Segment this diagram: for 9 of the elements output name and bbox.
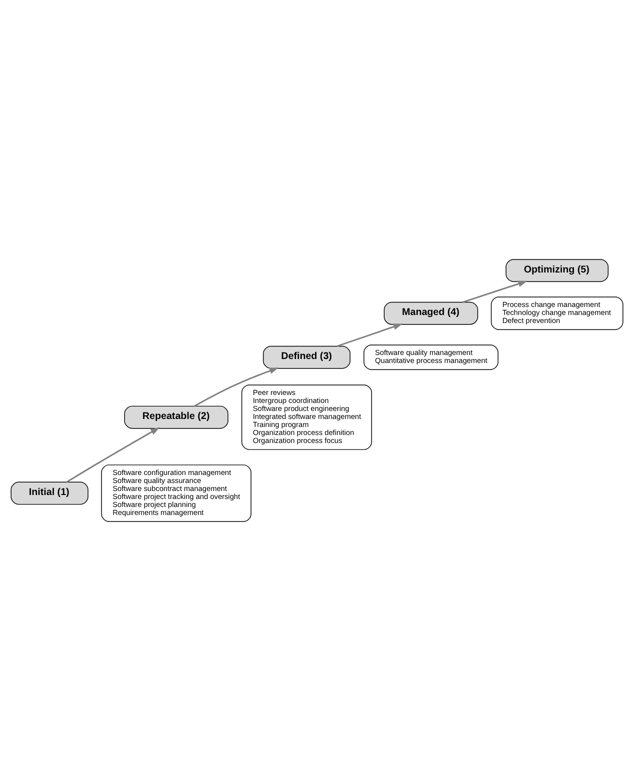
node-box: Optimizing (5) bbox=[506, 258, 609, 282]
node-box: Initial (1) bbox=[10, 481, 88, 504]
arrow bbox=[194, 367, 279, 406]
node-box: Managed (4) bbox=[384, 301, 478, 324]
node-box: Defined (3) bbox=[262, 345, 350, 368]
arrow bbox=[462, 280, 528, 302]
arrow bbox=[336, 323, 403, 346]
node-box: Repeatable (2) bbox=[124, 405, 228, 428]
arrow bbox=[66, 426, 160, 482]
